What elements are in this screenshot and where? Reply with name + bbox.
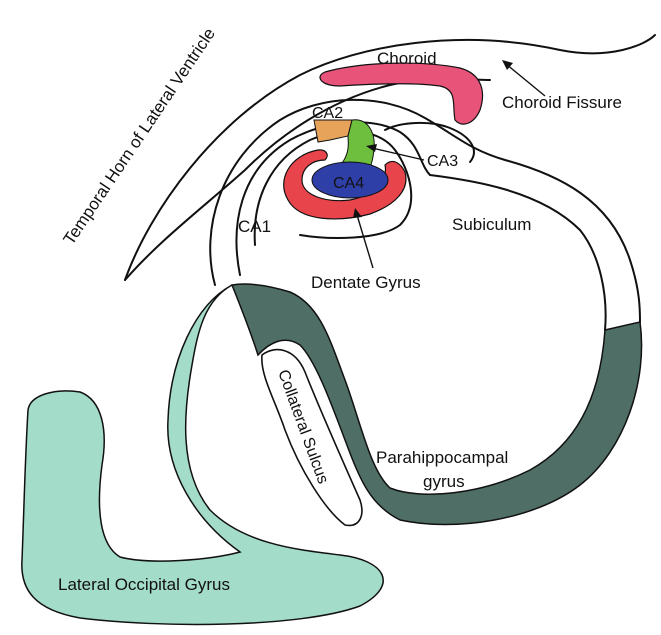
choroid-label: Choroid — [377, 49, 437, 68]
parahippocampal-label-line1: Parahippocampal — [376, 448, 508, 467]
ca2-region — [314, 120, 352, 142]
ca1-label: CA1 — [238, 217, 271, 236]
choroid-fissure-arrow — [502, 60, 545, 96]
ventricle-inner-outline — [125, 79, 490, 280]
lateral-occipital-gyrus-label: Lateral Occipital Gyrus — [58, 575, 230, 594]
ca4-label: CA4 — [333, 175, 364, 192]
temporal-horn-label: Temporal Horn of Lateral Ventricle — [60, 25, 219, 249]
dentate-gyrus-label: Dentate Gyrus — [311, 273, 421, 292]
parahippocampal-label-line2: gyrus — [423, 472, 465, 491]
choroid-region — [320, 63, 483, 124]
ca3-label: CA3 — [427, 153, 458, 170]
subiculum-label: Subiculum — [452, 215, 531, 234]
choroid-fissure-label: Choroid Fissure — [502, 93, 622, 112]
ca2-label: CA2 — [312, 105, 343, 122]
